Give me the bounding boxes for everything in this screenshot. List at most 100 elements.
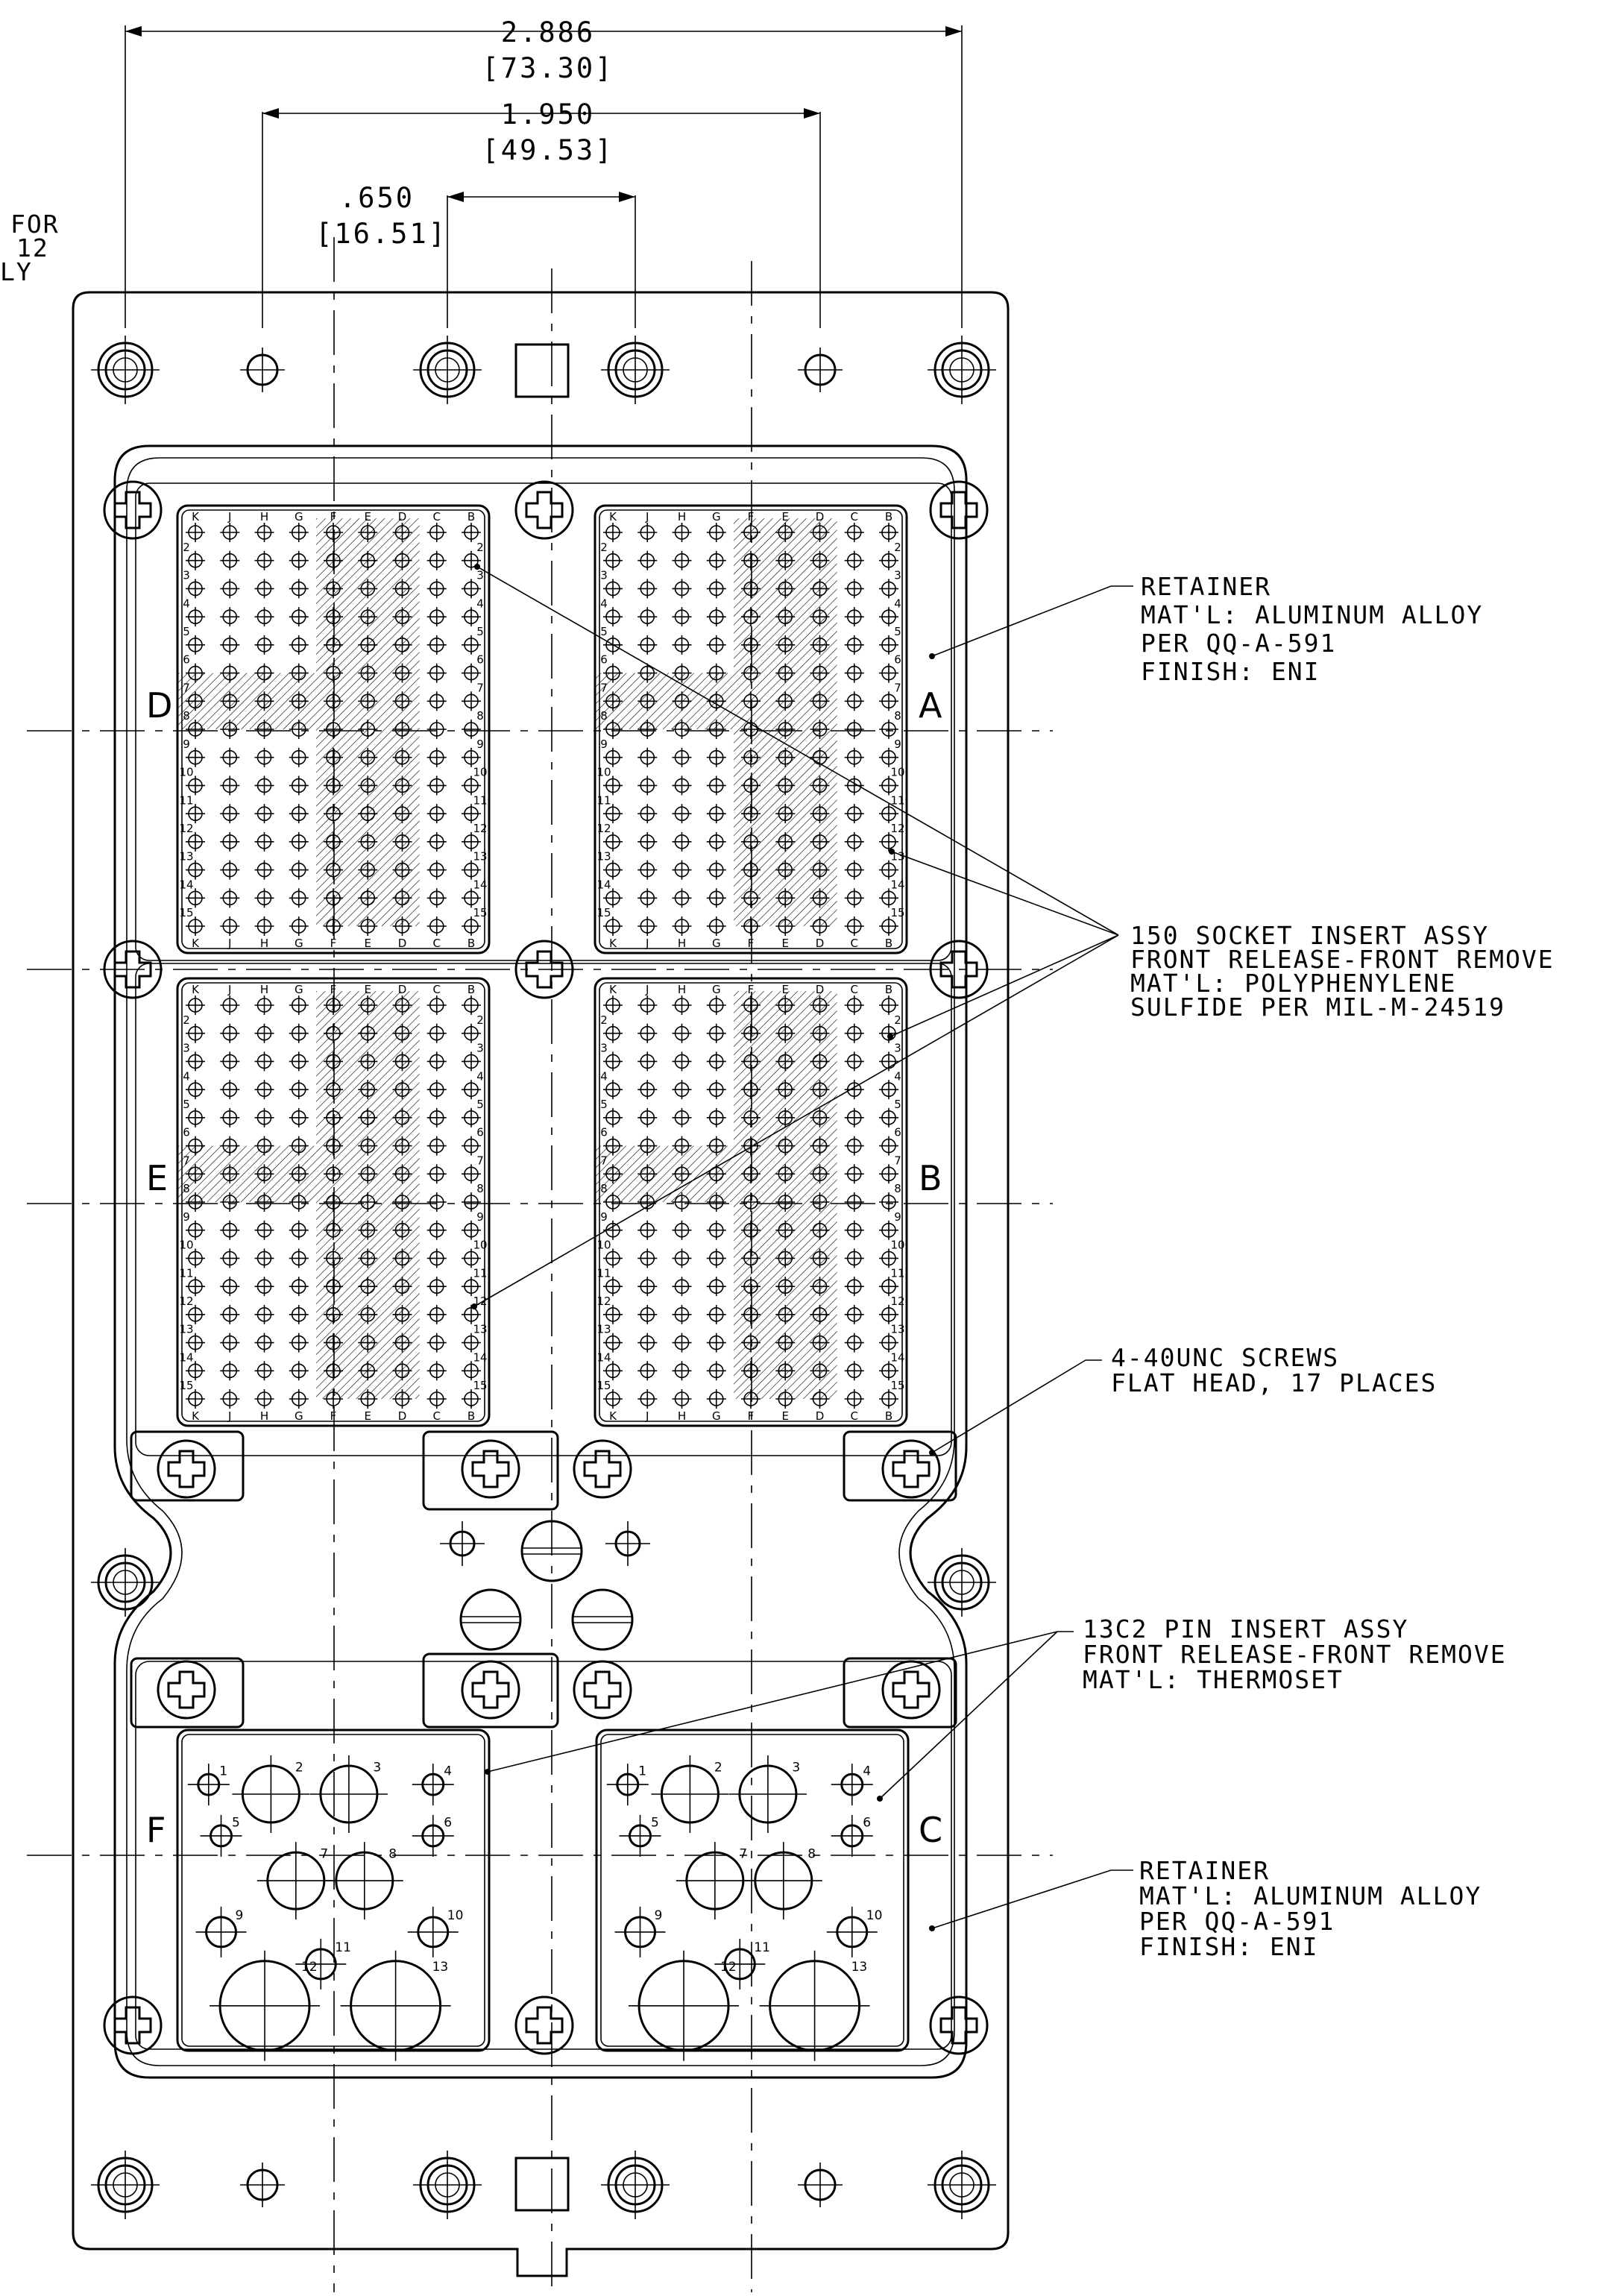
contact-crosshair: [220, 888, 240, 908]
contact-crosshair: [637, 1023, 658, 1043]
grid-row-label: 12: [473, 822, 487, 835]
contact-crosshair: [186, 1248, 205, 1268]
contact-crosshair: [775, 996, 796, 1015]
contact-crosshair: [775, 607, 796, 627]
pin-number: 12: [301, 1960, 318, 1975]
contact-crosshair: [603, 747, 623, 767]
contact-crosshair: [462, 776, 481, 796]
contact-crosshair: [324, 776, 343, 796]
grid-column-label: C: [433, 937, 441, 950]
contact-crosshair: [879, 804, 898, 824]
screw-head: [514, 940, 574, 999]
contact-crosshair: [775, 550, 796, 570]
pin-number: 3: [373, 1761, 381, 1776]
contact-crosshair: [879, 916, 898, 936]
grid-row-label: 9: [894, 1210, 901, 1224]
contact-crosshair: [324, 691, 343, 711]
grid-row-label: 10: [890, 1239, 904, 1252]
contact-crosshair: [462, 1361, 481, 1381]
contact-crosshair: [186, 1304, 205, 1324]
grid-column-label: B: [467, 1409, 475, 1423]
pin-crosshair: [325, 1842, 403, 1920]
grid-column-label: D: [398, 983, 407, 996]
screw-recess: [939, 950, 978, 989]
grid-column-label: D: [398, 1409, 407, 1423]
grid-row-label: 6: [183, 1126, 190, 1139]
grid-row-label: 2: [600, 1013, 608, 1027]
screw-head: [514, 1995, 574, 2055]
contact-crosshair: [603, 1136, 623, 1156]
contact-crosshair: [775, 1333, 796, 1353]
contact-crosshair: [462, 831, 481, 852]
screw-recess: [939, 491, 978, 529]
contact-crosshair: [186, 1107, 205, 1127]
contact-crosshair: [392, 831, 412, 852]
grid-row-label: 14: [596, 878, 611, 891]
grid-row-label: 14: [890, 878, 904, 891]
contact-crosshair: [254, 663, 274, 683]
contact-crosshair: [426, 747, 447, 767]
contact-crosshair: [741, 860, 761, 880]
contact-crosshair: [462, 1051, 481, 1072]
contact-crosshair: [810, 776, 830, 796]
contact-crosshair: [603, 1192, 623, 1212]
contact-crosshair: [220, 916, 240, 936]
contact-crosshair: [186, 607, 205, 627]
contact-crosshair: [810, 1361, 830, 1381]
pin-crosshair: [200, 1814, 242, 1857]
contact-crosshair: [775, 1136, 796, 1156]
grid-column-label: G: [295, 1409, 303, 1423]
contact-crosshair: [672, 720, 692, 739]
pin-number: 3: [792, 1761, 800, 1776]
contact-crosshair: [741, 1080, 761, 1100]
contact-crosshair: [844, 996, 864, 1015]
contact-crosshair: [637, 1361, 658, 1381]
contact-crosshair: [426, 1220, 447, 1240]
screw-slot: [522, 1547, 582, 1555]
contact-crosshair: [186, 1136, 205, 1156]
grid-row-label: 11: [596, 793, 611, 807]
grid-row-label: 14: [473, 1350, 487, 1364]
contact-crosshair: [603, 1304, 623, 1324]
contact-crosshair: [324, 831, 343, 852]
grid-row-label: 10: [890, 766, 904, 779]
contact-crosshair: [637, 1277, 658, 1297]
contact-crosshair: [603, 1080, 623, 1100]
contact-crosshair: [775, 1389, 796, 1409]
contact-crosshair: [462, 550, 481, 570]
contact-crosshair: [844, 579, 864, 599]
contact-crosshair: [289, 776, 309, 796]
contact-crosshair: [392, 720, 412, 739]
contact-crosshair: [879, 1361, 898, 1381]
contact-crosshair: [289, 579, 309, 599]
grid-column-label: E: [782, 983, 789, 996]
contact-crosshair: [462, 1248, 481, 1268]
pin-crosshair: [232, 1755, 310, 1833]
contact-crosshair: [706, 831, 726, 852]
grid-column-label: C: [851, 510, 858, 523]
grid-row-label: 14: [473, 878, 487, 891]
contact-crosshair: [775, 1192, 796, 1212]
contact-crosshair: [810, 635, 830, 655]
hole-crosshair: [91, 1548, 160, 1617]
contact-crosshair: [392, 1389, 412, 1409]
contact-crosshair: [637, 1051, 658, 1072]
contact-crosshair: [775, 804, 796, 824]
contact-crosshair: [289, 996, 309, 1015]
hole-crosshair: [601, 2151, 670, 2219]
grid-row-label: 8: [183, 1182, 190, 1195]
grid-row-label: 11: [179, 1266, 193, 1280]
grid-row-label: 5: [183, 625, 190, 638]
corner-note-line: FOR: [10, 210, 60, 239]
contact-crosshair: [254, 1361, 274, 1381]
pin-number: 11: [335, 1940, 351, 1955]
contact-crosshair: [186, 1192, 205, 1212]
contact-crosshair: [358, 1333, 378, 1353]
contact-crosshair: [741, 747, 761, 767]
grid-column-label: K: [609, 937, 617, 950]
contact-crosshair: [392, 691, 412, 711]
callout-retainer-bottom-line: RETAINER: [1139, 1856, 1270, 1885]
contact-crosshair: [324, 720, 343, 739]
grid-column-label: F: [748, 510, 755, 523]
